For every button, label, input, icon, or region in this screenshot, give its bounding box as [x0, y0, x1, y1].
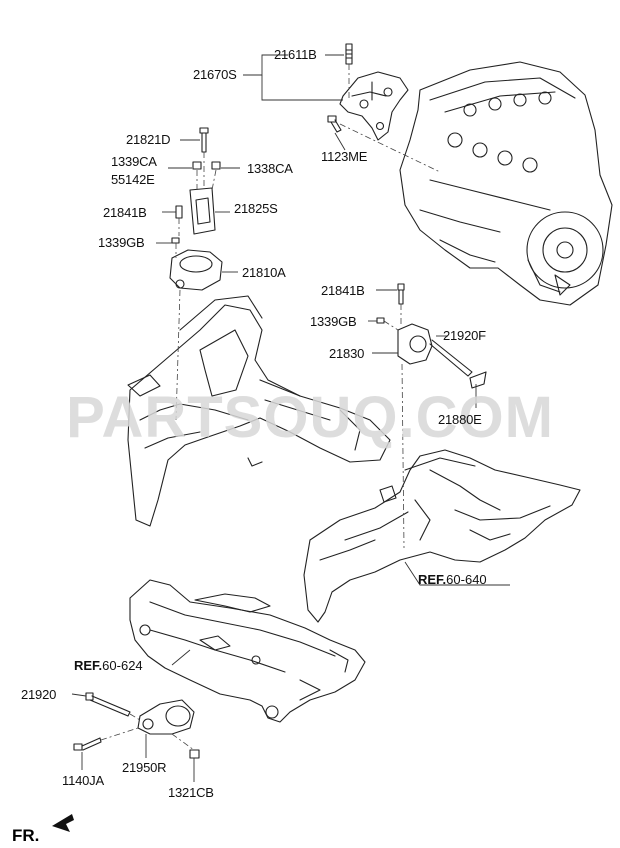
bolt-1123me — [327, 115, 342, 133]
label-21880e[interactable]: 21880E — [438, 412, 482, 427]
leader-lines — [71, 54, 510, 782]
label-1338ca[interactable]: 1338CA — [247, 161, 293, 176]
label-21810a[interactable]: 21810A — [242, 265, 286, 280]
roll-rod-21950r — [137, 699, 195, 735]
bolt-1140ja — [73, 737, 102, 751]
ref-60-624-code: 60-624 — [102, 658, 143, 673]
label-1123me[interactable]: 1123ME — [321, 149, 368, 164]
label-21611b[interactable]: 21611B — [274, 47, 317, 62]
front-arrow-icon — [52, 814, 74, 832]
ref-60-640-code: 60-640 — [446, 572, 487, 587]
ref-60-640-prefix: REF. — [418, 572, 447, 587]
nut-1339gb-top — [171, 237, 180, 244]
bolt-21841b-top — [175, 205, 183, 219]
ref-60-640-link[interactable]: REF.60-640 — [418, 573, 487, 587]
bolt-21920f — [429, 339, 473, 377]
bracket-21830 — [397, 323, 433, 365]
nut-1338ca — [211, 161, 221, 170]
nut-1339gb-right — [376, 317, 385, 324]
label-21825s[interactable]: 21825S — [234, 201, 278, 216]
label-55142e[interactable]: 55142E — [111, 172, 155, 187]
label-21841b-top[interactable]: 21841B — [103, 205, 147, 220]
ref-60-624-prefix: REF. — [74, 658, 103, 673]
bolt-21821d — [199, 127, 209, 153]
nut-1321cb — [189, 749, 200, 759]
label-1140ja[interactable]: 1140JA — [62, 773, 104, 788]
ref-60-624-link[interactable]: REF.60-624 — [74, 659, 143, 673]
label-1339gb-top[interactable]: 1339GB — [98, 235, 145, 250]
bracket-21825s — [189, 187, 216, 235]
label-21830[interactable]: 21830 — [329, 346, 365, 361]
front-subframe — [129, 579, 366, 723]
label-21950r[interactable]: 21950R — [122, 760, 167, 775]
engine-mount-bracket — [339, 71, 409, 141]
nut-1339ca — [192, 161, 202, 170]
bolt-21841b-right — [397, 283, 405, 305]
label-1339ca[interactable]: 1339CA — [111, 154, 157, 169]
label-1321cb[interactable]: 1321CB — [168, 785, 214, 800]
label-21920[interactable]: 21920 — [21, 687, 57, 702]
label-21841b-right[interactable]: 21841B — [321, 283, 365, 298]
engine-block — [399, 61, 613, 306]
alignment-dashes — [100, 64, 441, 751]
left-side-member — [127, 295, 391, 527]
label-21920f[interactable]: 21920F — [443, 328, 486, 343]
bolt-21920 — [85, 692, 131, 717]
front-direction-label: FR. — [12, 826, 40, 845]
label-21670s[interactable]: 21670S — [193, 67, 237, 82]
stud-21611b — [345, 43, 353, 65]
mount-21810a — [169, 249, 223, 291]
label-1339gb-right[interactable]: 1339GB — [310, 314, 357, 329]
bracket-21880e — [469, 371, 487, 389]
right-side-member — [303, 449, 581, 623]
label-21821d[interactable]: 21821D — [126, 132, 171, 147]
watermark: PARTSOUQ.COM — [66, 385, 554, 450]
